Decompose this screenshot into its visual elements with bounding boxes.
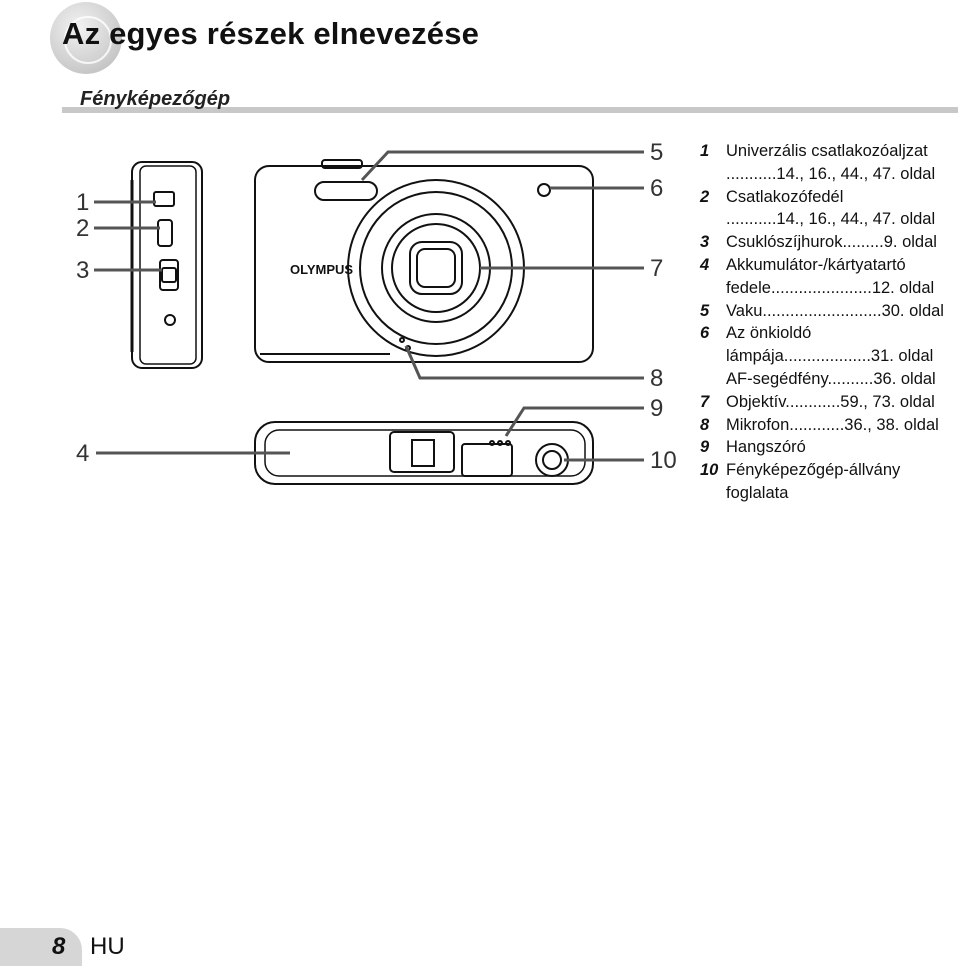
legend-name: Vaku — [726, 301, 763, 320]
legend-entry: AF-segédfény..........36. oldal — [726, 368, 936, 391]
legend-item-9: 9 Hangszóró — [700, 436, 960, 459]
legend-item-4: 4 Akkumulátor-/kártyatartó — [700, 254, 960, 277]
callout-3: 3 — [76, 257, 89, 284]
legend-number: 1 — [700, 142, 710, 160]
legend-page-ref: ...........14., 16., 44., 47. oldal — [726, 210, 936, 229]
callout-4: 4 — [76, 440, 89, 467]
legend-item-7: 7 Objektív............59., 73. oldal — [700, 391, 960, 414]
callout-1: 1 — [76, 189, 89, 216]
legend-number: 2 — [700, 187, 710, 206]
legend-name: Hangszóró — [726, 438, 806, 457]
camera-diagram: OLYMPUS 1 2 3 4 5 6 7 8 9 10 — [76, 139, 677, 485]
legend-item-2: 2 Csatlakozófedél — [700, 186, 960, 209]
legend-name: Univerzális csatlakozóaljzat — [726, 142, 928, 160]
legend-item-8: 8 Mikrofon............36., 38. oldal — [700, 414, 960, 437]
legend-name: Objektív — [726, 392, 786, 411]
legend-extra-row: AF-segédfény..........36. oldal — [700, 368, 960, 391]
legend-page-ref: ..........36. oldal — [827, 369, 936, 388]
legend-extra-name: AF-segédfény — [726, 369, 828, 388]
callout-10: 10 — [650, 447, 677, 474]
callout-9: 9 — [650, 395, 663, 422]
legend-cont-row: foglalata — [700, 482, 960, 505]
legend-name-cont: lámpája — [726, 347, 784, 366]
legend-number: 3 — [700, 233, 710, 252]
legend-item-1: 1 Univerzális csatlakozóaljzat — [700, 140, 960, 163]
legend-entry: Objektív............59., 73. oldal — [726, 391, 935, 414]
legend-number: 8 — [700, 415, 710, 434]
legend-number: 6 — [700, 324, 710, 343]
legend-number: 4 — [700, 255, 710, 274]
page-title: Az egyes részek elnevezése — [62, 16, 480, 51]
callout-2: 2 — [76, 215, 89, 242]
legend-entry: Vaku..........................30. oldal — [726, 300, 944, 323]
camera-front-view — [254, 165, 594, 363]
legend-name-cont: foglalata — [726, 483, 789, 502]
title-decoration — [50, 2, 122, 74]
section-title: Fényképezőgép — [80, 88, 231, 110]
legend-page-ref: ..........................30. oldal — [762, 301, 944, 320]
legend-entry: Csuklószíjhurok.........9. oldal — [726, 231, 937, 254]
legend-page-ref: ...........14., 16., 44., 47. oldal — [726, 164, 936, 183]
callout-5: 5 — [650, 139, 663, 166]
legend-page-ref: .........9. oldal — [842, 233, 937, 252]
legend-page-ref: ......................12. oldal — [770, 278, 935, 297]
legend-item-3: 3 Csuklószíjhurok.........9. oldal — [700, 231, 960, 254]
legend-name: Csatlakozófedél — [726, 187, 844, 206]
lens-inner — [409, 241, 463, 295]
legend-entry: fedele......................12. oldal — [726, 277, 934, 300]
parts-legend: 1 Univerzális csatlakozóaljzat .........… — [700, 140, 960, 505]
legend-ref-row: ...........14., 16., 44., 47. oldal — [700, 208, 960, 231]
section-divider — [62, 107, 958, 113]
legend-number: 9 — [700, 438, 710, 457]
callout-6: 6 — [650, 175, 663, 202]
language-code: HU — [90, 933, 125, 960]
brand-logo: OLYMPUS — [290, 262, 353, 277]
callout-7: 7 — [650, 255, 663, 282]
legend-number: 7 — [700, 392, 710, 411]
legend-name: Fényképezőgép-állvány — [726, 461, 901, 480]
legend-item-6: 6 Az önkioldó — [700, 322, 960, 345]
callout-8: 8 — [650, 365, 663, 392]
legend-number: 10 — [700, 461, 719, 480]
footer-page-tab — [0, 928, 82, 966]
legend-name: Mikrofon — [726, 415, 790, 434]
legend-item-10: 10 Fényképezőgép-állvány — [700, 459, 960, 482]
legend-cont-row: lámpája...................31. oldal — [700, 345, 960, 368]
legend-page-ref: ............36., 38. oldal — [789, 415, 939, 434]
legend-cont-row: fedele......................12. oldal — [700, 277, 960, 300]
legend-page-ref: ............59., 73. oldal — [785, 392, 935, 411]
legend-entry: lámpája...................31. oldal — [726, 345, 933, 368]
legend-ref-row: ...........14., 16., 44., 47. oldal — [700, 163, 960, 186]
legend-item-5: 5 Vaku..........................30. olda… — [700, 300, 960, 323]
legend-entry: Mikrofon............36., 38. oldal — [726, 414, 939, 437]
legend-name-cont: fedele — [726, 278, 771, 297]
legend-number: 5 — [700, 301, 710, 320]
legend-name: Az önkioldó — [726, 324, 812, 343]
legend-name: Csuklószíjhurok — [726, 233, 843, 252]
legend-page-ref: ...................31. oldal — [783, 347, 934, 366]
page-number: 8 — [52, 933, 66, 960]
legend-name: Akkumulátor-/kártyatartó — [726, 255, 906, 274]
